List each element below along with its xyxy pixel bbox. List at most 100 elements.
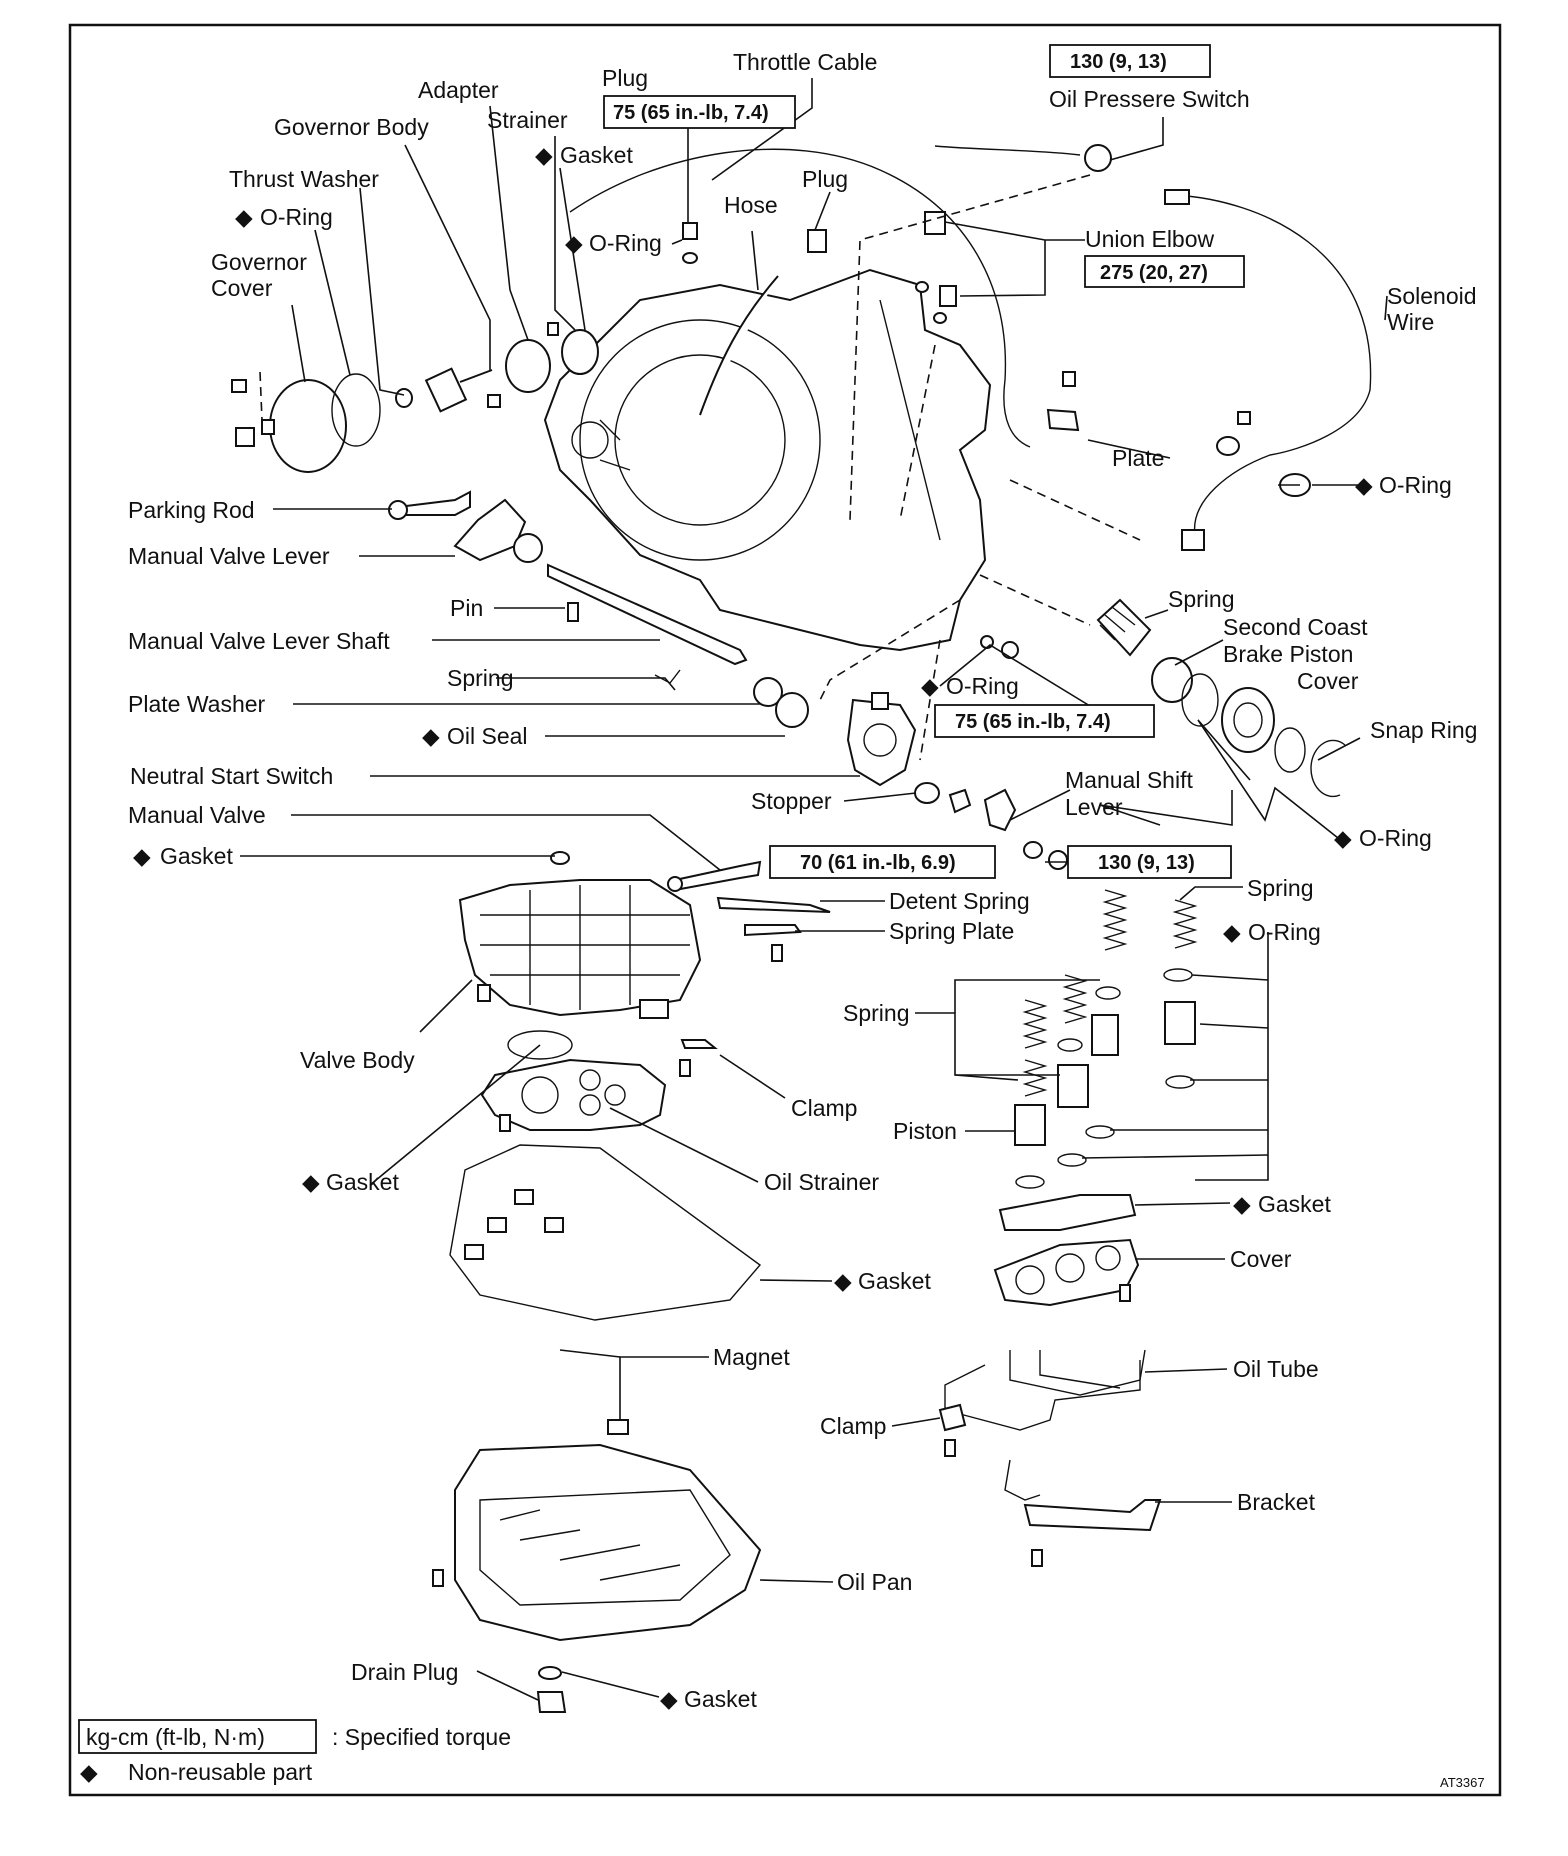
label-manual-valve-lever-shaft: Manual Valve Lever Shaft [128, 628, 390, 654]
plug-elbow-parts [682, 211, 957, 324]
label-drain-plug: Drain Plug [351, 1659, 458, 1685]
legend-diamond-desc: Non-reusable part [128, 1759, 313, 1785]
accumulator-gasket-part [998, 1194, 1137, 1231]
torque-spec-manual-shift-bolt: 130 (9, 13) [1067, 845, 1232, 879]
oil-pan-part [432, 1443, 762, 1642]
non-reusable-marker: ◆ [235, 204, 253, 230]
accumulator-cover-part [993, 1238, 1140, 1307]
label-piston: Piston [893, 1118, 957, 1144]
oil-pressure-switch-part [1084, 144, 1112, 172]
label-solenoid-wire-line1: Solenoid [1387, 283, 1477, 309]
valve-clamp-bolt [679, 1059, 691, 1077]
label-gasket-drain: Gasket [684, 1686, 757, 1712]
label-o-ring-governor: O-Ring [260, 204, 333, 230]
legend-diamond-icon: ◆ [80, 1759, 98, 1785]
label-spring-accum-top: Spring [1247, 875, 1313, 901]
non-reusable-marker: ◆ [422, 723, 440, 749]
torque-spec-plug: 75 (65 in.-lb, 7.4) [603, 95, 796, 129]
solenoid-connector [1164, 189, 1190, 205]
label-o-ring-accum: O-Ring [1248, 919, 1321, 945]
detent-parts [550, 851, 831, 962]
label-second-coast-line3: Cover [1297, 668, 1359, 694]
torque-plug-value: 75 (65 in.-lb, 7.4) [613, 102, 769, 124]
label-manual-shift-lever-line1: Manual Shift [1065, 767, 1193, 793]
label-gasket-valve: Gasket [160, 843, 233, 869]
magnet-parts [464, 1189, 629, 1435]
torque-union-elbow-value: 275 (20, 27) [1100, 262, 1208, 284]
label-oil-tube: Oil Tube [1233, 1356, 1319, 1382]
drain-gasket-part [538, 1666, 562, 1680]
oil-pan-gasket-part [449, 1144, 762, 1321]
strainer-gasket-part [507, 1030, 573, 1060]
non-reusable-marker: ◆ [921, 673, 939, 699]
throttle-cable-part [569, 148, 1031, 448]
label-o-ring-solenoid: O-Ring [1379, 472, 1452, 498]
non-reusable-marker: ◆ [1355, 472, 1373, 498]
non-reusable-marker: ◆ [302, 1169, 320, 1195]
legend-torque-desc: : Specified torque [332, 1724, 511, 1750]
label-clamp-tube: Clamp [820, 1413, 886, 1439]
transmission-case [543, 268, 992, 652]
label-spring-shaft: Spring [447, 665, 513, 691]
torque-spec-manual-shift-nut: 70 (61 in.-lb, 6.9) [769, 845, 996, 879]
label-o-ring-nss: O-Ring [946, 673, 1019, 699]
torque-manual-shift-bolt-value: 130 (9, 13) [1098, 852, 1195, 874]
non-reusable-marker: ◆ [535, 142, 553, 168]
manual-shift-parts [914, 782, 1068, 870]
label-snap-ring: Snap Ring [1370, 717, 1477, 743]
label-manual-valve: Manual Valve [128, 802, 266, 828]
second-coast-brake-parts [1096, 598, 1346, 798]
label-plug-top: Plug [602, 65, 648, 91]
label-pin: Pin [450, 595, 483, 621]
label-plate-washer: Plate Washer [128, 691, 266, 717]
nss-bolt-part [1001, 641, 1019, 659]
label-spring-plate: Spring Plate [889, 918, 1014, 944]
label-stopper: Stopper [751, 788, 832, 814]
legend-torque-units: kg-cm (ft-lb, N·m) [86, 1724, 265, 1750]
label-governor-cover-line2: Cover [211, 275, 273, 301]
label-spring-brake: Spring [1168, 586, 1234, 612]
solenoid-plug [1181, 529, 1205, 551]
label-union-elbow: Union Elbow [1085, 226, 1215, 252]
label-cover-accum: Cover [1230, 1246, 1292, 1272]
non-reusable-marker: ◆ [1233, 1191, 1251, 1217]
label-gasket-accum: Gasket [1258, 1191, 1331, 1217]
neutral-start-switch-part [846, 692, 917, 787]
legend: kg-cm (ft-lb, N·m) : Specified torque ◆ … [78, 1719, 511, 1785]
non-reusable-marker: ◆ [660, 1686, 678, 1712]
label-solenoid-wire-line2: Wire [1387, 309, 1434, 335]
torque-spec-neutral-start-switch: 75 (65 in.-lb, 7.4) [934, 704, 1155, 738]
installation-lines [259, 174, 1141, 761]
valve-clamp-part [680, 1039, 718, 1049]
label-valve-body: Valve Body [300, 1047, 415, 1073]
oil-pressure-switch-wire [934, 145, 1081, 156]
torque-oil-pressure-switch-value: 130 (9, 13) [1070, 51, 1167, 73]
label-oil-pressure-switch: Oil Pressere Switch [1049, 86, 1250, 112]
torque-manual-shift-nut-value: 70 (61 in.-lb, 6.9) [800, 852, 956, 874]
manual-lever-parts [388, 490, 809, 728]
non-reusable-marker: ◆ [834, 1268, 852, 1294]
label-oil-seal: Oil Seal [447, 723, 528, 749]
label-governor-body: Governor Body [274, 114, 429, 140]
label-adapter: Adapter [418, 77, 499, 103]
label-magnet: Magnet [713, 1344, 790, 1370]
torque-nss-value: 75 (65 in.-lb, 7.4) [955, 711, 1111, 733]
label-second-coast-line1: Second Coast [1223, 614, 1368, 640]
non-reusable-marker: ◆ [565, 230, 583, 256]
torque-spec-oil-pressure-switch: 130 (9, 13) [1049, 44, 1211, 78]
label-plate: Plate [1112, 445, 1164, 471]
label-second-coast-line2: Brake Piston [1223, 641, 1353, 667]
accumulator-parts [1014, 889, 1198, 1189]
label-oil-pan: Oil Pan [837, 1569, 912, 1595]
label-hose: Hose [724, 192, 778, 218]
right-upper-parts [1046, 371, 1311, 497]
leader-lines [240, 78, 1388, 1701]
label-o-ring-plug: O-Ring [589, 230, 662, 256]
governor-parts [231, 322, 599, 473]
label-gasket-pan: Gasket [858, 1268, 931, 1294]
diagram-frame [68, 23, 1502, 1797]
label-thrust-washer: Thrust Washer [229, 166, 379, 192]
label-gasket-strainer: Gasket [326, 1169, 399, 1195]
valve-body-part [458, 879, 702, 1019]
